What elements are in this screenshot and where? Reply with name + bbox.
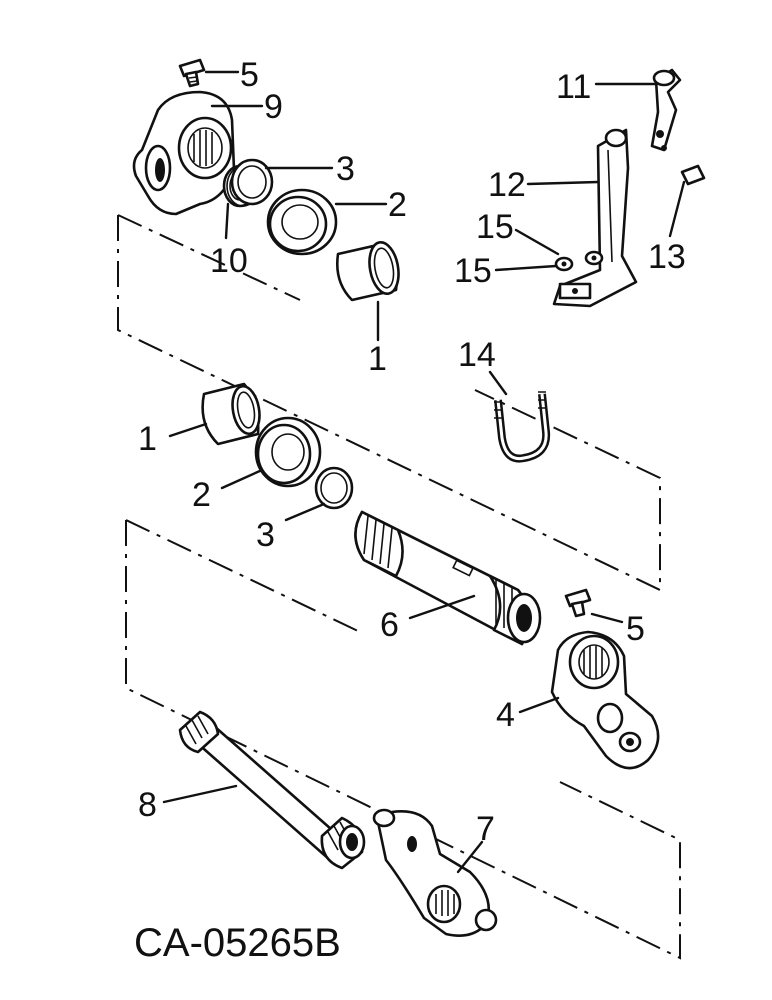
callout-8: 8: [138, 786, 157, 824]
drawing-code: CA-05265B: [134, 921, 341, 965]
bushing-mid: [201, 382, 261, 446]
ring-top: [230, 158, 274, 206]
ring-mid: [314, 466, 354, 510]
long-shaft: [178, 710, 366, 870]
lower-arm: [550, 630, 660, 770]
callout-10: 10: [210, 242, 248, 280]
callout-11: 11: [556, 68, 591, 106]
screw-top: [178, 58, 206, 88]
callout-9: 9: [264, 88, 283, 126]
callout-14: 14: [458, 336, 496, 374]
callout-2-mid: 2: [192, 476, 211, 514]
callout-12: 12: [488, 166, 526, 204]
callout-15-a: 15: [476, 208, 514, 246]
nuts: [554, 250, 604, 272]
assembly-boundary-upper: [117, 214, 661, 592]
callout-7: 7: [476, 810, 495, 848]
callout-3-top: 3: [336, 150, 355, 188]
u-bolt: [494, 391, 551, 463]
assembly-boundary-lower: [125, 519, 681, 960]
bottom-arm: [372, 808, 498, 937]
callout-13: 13: [648, 238, 686, 276]
arm-housing-top: [132, 90, 236, 216]
bushing-top: [336, 240, 400, 302]
callout-1-top: 1: [368, 340, 387, 378]
callouts: 5 9 3 2 10 1 11 12 15 15 13 14 1 2 3 6 5…: [138, 56, 686, 848]
leader-lines: [162, 70, 686, 874]
callout-2-top: 2: [388, 186, 407, 224]
bracket: [552, 128, 638, 308]
screw-mid: [564, 588, 592, 618]
splined-shaft: [354, 510, 542, 646]
callout-5-mid: 5: [626, 610, 645, 648]
callout-4: 4: [496, 696, 515, 734]
callout-3-mid: 3: [256, 516, 275, 554]
callout-1-mid: 1: [138, 420, 157, 458]
pin: [680, 164, 706, 186]
callout-15-b: 15: [454, 252, 492, 290]
seal-mid: [254, 416, 322, 488]
seal-top: [266, 188, 338, 256]
callout-5-top: 5: [240, 56, 259, 94]
callout-6: 6: [380, 606, 399, 644]
lever-arm: [650, 68, 682, 152]
